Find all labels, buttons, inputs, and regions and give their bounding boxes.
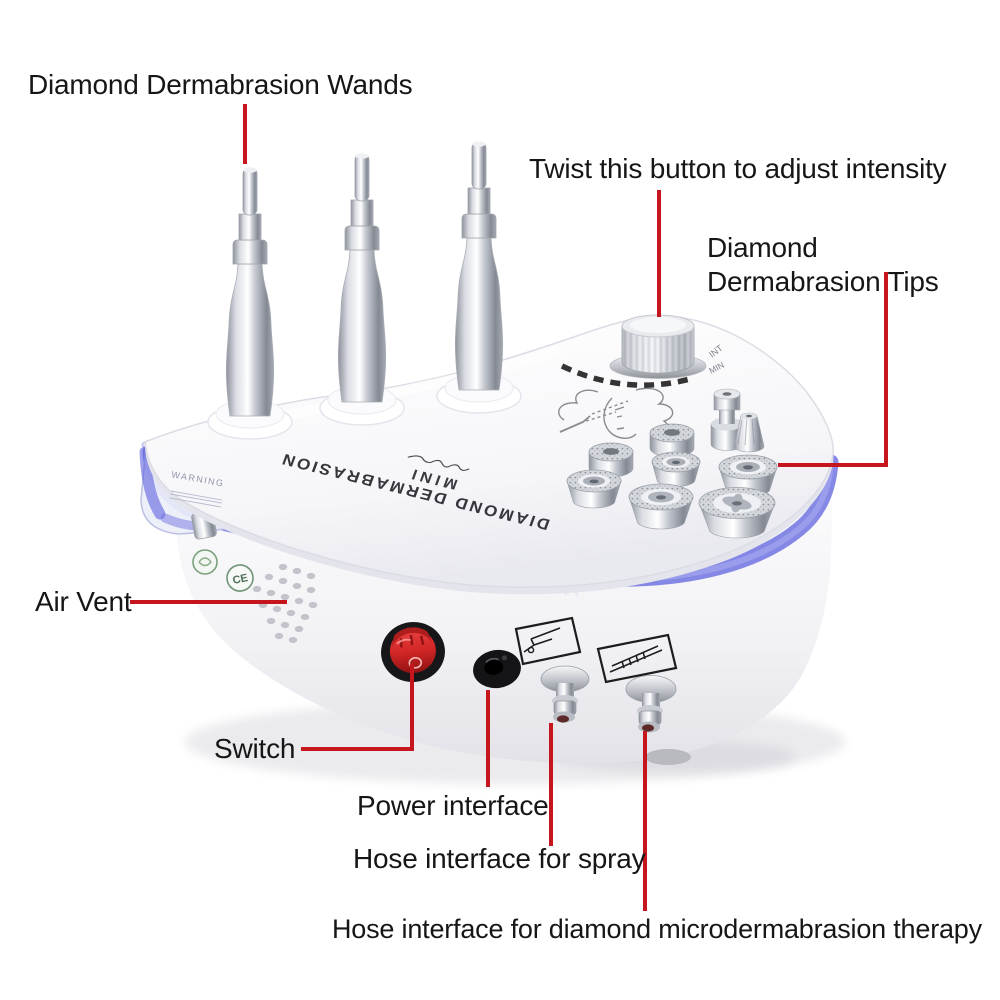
spray-hose-connector	[540, 665, 590, 723]
ce-mark-icon: CE	[226, 564, 254, 592]
tip-large-bowl	[628, 483, 694, 530]
label-tips: Diamond Dermabrasion Tips	[707, 232, 939, 298]
brand-script-squiggle	[407, 455, 470, 471]
tip-small-cylinder	[710, 388, 744, 451]
dermabrasion-wands	[207, 140, 522, 440]
rubber-foot	[645, 749, 691, 765]
wand	[207, 166, 293, 440]
tip-bowl-pointed	[718, 454, 778, 497]
diamond-tips	[566, 388, 778, 539]
certification-badge-icon	[192, 549, 218, 575]
spray-icon	[514, 616, 582, 666]
tip-star-bowl	[698, 487, 776, 539]
label-air-vent: Air Vent	[35, 586, 132, 617]
wand	[319, 152, 405, 426]
power-switch	[381, 621, 445, 683]
line-tips	[778, 272, 888, 467]
air-vent	[252, 563, 318, 644]
handpiece-icon	[596, 633, 678, 684]
label-wands: Diamond Dermabrasion Wands	[28, 69, 413, 100]
tip-bowl	[651, 451, 701, 487]
power-jack	[473, 649, 521, 689]
diamond-hose-connector	[625, 675, 677, 733]
printed-brand: MINI	[377, 441, 495, 499]
label-hose-diamond: Hose interface for diamond microdermabra…	[332, 914, 982, 944]
tip-bowl	[566, 469, 622, 509]
tip-cone	[733, 412, 765, 453]
line-switch	[301, 664, 414, 751]
label-intensity-knob: Twist this button to adjust intensity	[529, 153, 947, 184]
ce-mark-text: CE	[232, 572, 249, 587]
label-power-interface: Power interface	[357, 790, 549, 821]
label-switch: Switch	[214, 733, 296, 764]
annotation-lines	[130, 104, 888, 911]
tip-flat	[649, 423, 695, 458]
label-hose-spray: Hose interface for spray	[353, 843, 646, 874]
